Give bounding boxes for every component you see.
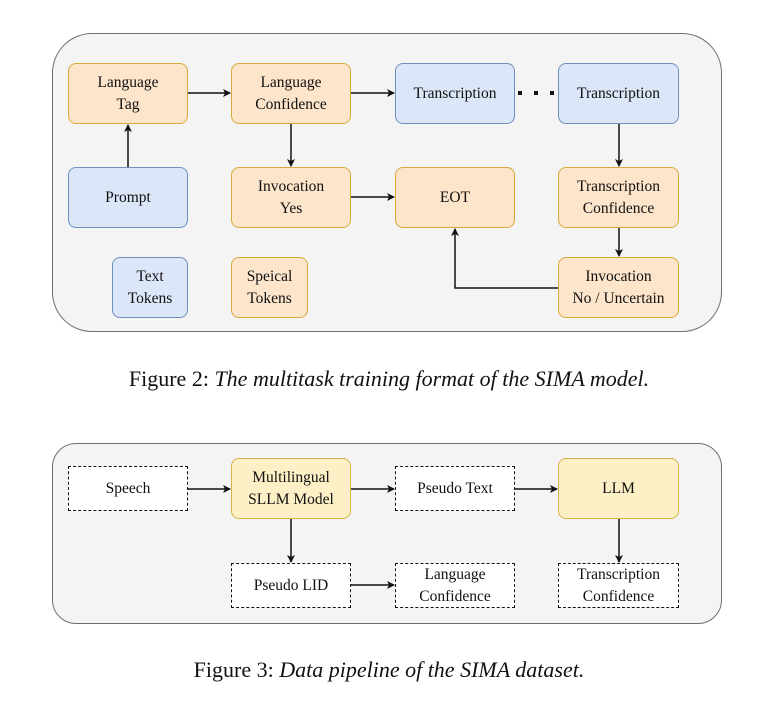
node-label: Yes	[279, 199, 303, 217]
node-label: Transcription	[577, 177, 660, 195]
node-invocation-no-uncertain: Invocation No / Uncertain	[558, 257, 679, 318]
node-label: Multilingual	[252, 468, 330, 486]
node-eot: EOT	[395, 167, 515, 228]
node-label: Language	[97, 73, 159, 91]
node-label: Transcription	[577, 565, 660, 583]
node-prompt: Prompt	[68, 167, 188, 228]
node-label: Text	[136, 267, 164, 285]
node-label: Confidence	[582, 199, 655, 217]
node-pseudo-text: Pseudo Text	[395, 466, 515, 511]
node-llm: LLM	[558, 458, 679, 519]
node-label: Tag	[116, 95, 140, 113]
node-label: Prompt	[105, 188, 151, 206]
node-label: Tokens	[247, 289, 292, 307]
node-label: Invocation	[585, 267, 652, 285]
caption-text: The multitask training format of the SIM…	[214, 366, 650, 391]
figure2-caption: Figure 2: The multitask training format …	[0, 366, 778, 392]
node-label: No / Uncertain	[572, 289, 665, 307]
node-label: EOT	[439, 188, 471, 206]
node-transcription-2: Transcription	[558, 63, 679, 124]
node-label: Transcription	[577, 84, 660, 102]
node-label: Language	[260, 73, 322, 91]
node-label: Transcription	[413, 84, 497, 102]
node-transcription-1: Transcription	[395, 63, 515, 124]
node-pseudo-lid: Pseudo LID	[231, 563, 351, 608]
node-label: Speical	[246, 267, 293, 285]
node-label: Confidence	[419, 587, 491, 605]
node-label: SLLM Model	[248, 490, 334, 508]
node-label: Confidence	[255, 95, 327, 113]
figure3-caption: Figure 3: Data pipeline of the SIMA data…	[0, 657, 778, 683]
caption-label: Figure 3:	[193, 657, 274, 682]
node-label: Pseudo Text	[417, 479, 493, 497]
node-label: Invocation	[257, 177, 325, 195]
node-label: Tokens	[127, 289, 173, 307]
node-label: Pseudo LID	[253, 576, 329, 594]
node-speech: Speech	[68, 466, 188, 511]
caption-label: Figure 2:	[128, 366, 209, 391]
node-label: Speech	[105, 479, 151, 497]
caption-text: Data pipeline of the SIMA dataset.	[279, 657, 585, 682]
node-label: LLM	[602, 479, 635, 497]
node-label: Language	[424, 565, 486, 583]
node-label: Confidence	[582, 587, 655, 605]
